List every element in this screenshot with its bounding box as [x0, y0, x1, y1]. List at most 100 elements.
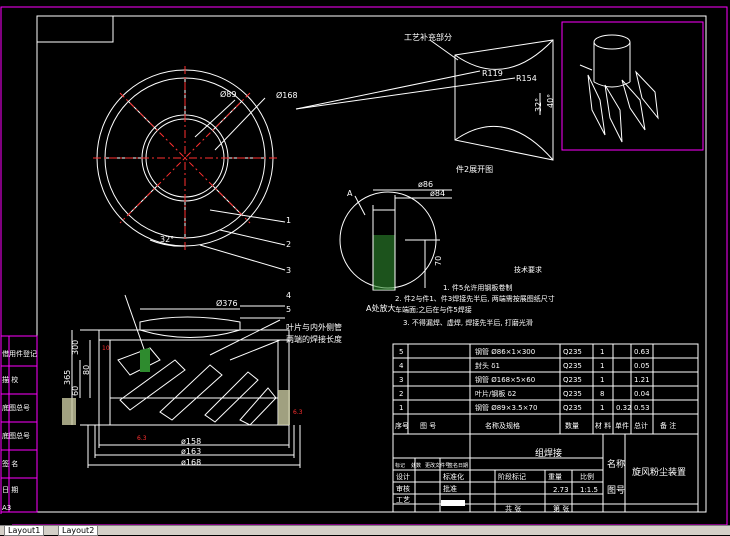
callout-5: 5: [286, 305, 291, 314]
callout-3: 3: [286, 266, 291, 275]
scale-label: 比例: [580, 472, 594, 481]
tab-layout2[interactable]: Layout2: [58, 526, 99, 536]
role-approve: 批准: [443, 484, 457, 493]
bom-cell-qty: 1: [600, 404, 604, 412]
scroll-corner: [0, 514, 12, 525]
dim-dia-168-top: Ø168: [276, 90, 298, 100]
roughness-1: 10: [102, 345, 110, 352]
bom-cell-weight: 0.53: [634, 404, 650, 412]
bom-cell-name: 钢管 Ø89×3.5×70: [475, 403, 537, 412]
callout-1: 1: [286, 216, 291, 225]
tech-item-3: 车端面;之后在与件5焊接: [395, 305, 472, 314]
bom-cell-name: 叶片/钢板 δ2: [475, 389, 516, 398]
weld-note-1: 叶片与内外侧管: [286, 322, 342, 332]
bom-cell-weight: 0.05: [634, 362, 650, 370]
bom-cell-weight: 0.63: [634, 348, 650, 356]
dim-dia-89: Ø89: [220, 89, 236, 99]
meta-stage: 阶段标记: [498, 472, 526, 481]
dim-detail-86: ø86: [418, 180, 433, 189]
bom-cell-weight: 1.21: [634, 376, 650, 384]
dim-dia-158: ø158: [181, 437, 201, 446]
dim-365: 365: [63, 370, 72, 385]
bom-header-cell: 名称及规格: [485, 421, 520, 430]
bom-cell-material: Q235: [563, 390, 582, 398]
base-ring-left: [62, 398, 76, 425]
role-review: 审核: [396, 484, 410, 493]
tb-left-label-1: 标记: [395, 462, 405, 469]
left-strip-label-1: 借用件登记: [2, 349, 37, 358]
dim-dia-163: ø163: [181, 447, 201, 456]
footer-total: 共 张: [505, 504, 521, 513]
tb-left-label-4: 签名: [448, 462, 458, 469]
left-strip-label-3: 底图总号: [2, 403, 30, 412]
tech-item-4: 3. 不得漏焊、虚焊, 焊接先半后, 打磨光滑: [403, 318, 533, 327]
role-standard: 标准化: [443, 472, 464, 481]
title-highlight: [441, 500, 465, 506]
dim-60: 60: [71, 386, 80, 396]
scale-value: 1:1.5: [580, 486, 598, 494]
weld-note-2: 两端的焊接长度: [286, 334, 342, 344]
bom-header-cell: 单件: [615, 421, 629, 430]
roughness-2: 6.3: [137, 435, 147, 442]
left-strip: [0, 335, 38, 513]
base-ring-right: [278, 390, 290, 425]
tech-item-1: 1. 件5允许用钢板卷制: [443, 283, 512, 292]
weight-value: 2.73: [553, 486, 569, 494]
product-name: 旋风粉尘装置: [632, 466, 686, 478]
bom-cell-no: 3: [399, 376, 403, 384]
bom-cell-qty: 1: [600, 348, 604, 356]
callout-2: 2: [286, 240, 291, 249]
inner-frame: [36, 15, 707, 513]
roughness-3: 6.3: [293, 409, 303, 416]
bom-header-cell: 总计: [634, 421, 648, 430]
label-name: 名称: [607, 458, 625, 470]
title-corner-box: [36, 15, 114, 43]
dim-detail-84: ø84: [430, 189, 445, 198]
blade-unfold: [295, 39, 554, 161]
bom-cell-no: 4: [399, 362, 404, 370]
bom-cell-name: 封头 δ1: [475, 361, 500, 370]
callout-4: 4: [286, 291, 291, 300]
assembly-title: 组焊接: [535, 447, 562, 459]
bom-cell-name: 钢管 Ø168×5×60: [475, 375, 535, 384]
meta-weight: 重量: [548, 473, 562, 481]
dim-angle-40: 40°: [546, 94, 555, 108]
left-strip-label-2: 描 校: [2, 375, 18, 384]
dim-r-outer: R154: [516, 74, 537, 83]
left-strip-label-6: 日 期: [2, 486, 18, 494]
dim-angle-32: 32°: [534, 98, 543, 112]
weld-fill: [140, 348, 150, 372]
bom-cell-material: Q235: [563, 376, 582, 384]
dim-r-inner: R119: [482, 69, 503, 78]
bom-cell-no: 1: [399, 404, 403, 412]
sheet-size-label: A3: [2, 504, 11, 512]
bom-cell-no: 5: [399, 348, 403, 356]
dim-detail-70: 70: [434, 256, 443, 266]
tb-left-label-3: 更改文件号: [425, 462, 450, 469]
dim-dia-168: ø168: [181, 458, 201, 467]
tech-title: 技术要求: [514, 265, 542, 274]
left-strip-label-4: 底图总号: [2, 431, 30, 440]
tb-left-label-5: 日期: [458, 463, 468, 469]
left-strip-label-5: 签 名: [2, 459, 18, 468]
bom-cell-no: 2: [399, 390, 403, 398]
bom-cell-qty: 1: [600, 362, 604, 370]
footer-sheet: 第 张: [553, 504, 569, 513]
dim-300: 300: [71, 340, 80, 355]
bom-header-cell: 图 号: [420, 422, 436, 430]
bom-cell-material: Q235: [563, 348, 582, 356]
bom-cell-qty: 1: [600, 376, 604, 384]
bom-cell-material: Q235: [563, 404, 582, 412]
iso-view: [561, 21, 704, 151]
bom-cell-weight: 0.04: [634, 390, 650, 398]
dim-angle-32-circle: 32°: [160, 235, 174, 244]
bom-header-cell: 材 料: [595, 421, 611, 430]
unfold-label: 件2展开图: [456, 164, 493, 174]
mark-a-detail: A: [347, 189, 353, 198]
tab-layout1[interactable]: Layout1: [4, 526, 45, 536]
craft-note: 工艺补充部分: [404, 32, 452, 42]
role-design: 设计: [396, 472, 410, 481]
detail-a-label: A处放大: [366, 303, 395, 313]
bom-header-cell: 数量: [565, 421, 579, 430]
